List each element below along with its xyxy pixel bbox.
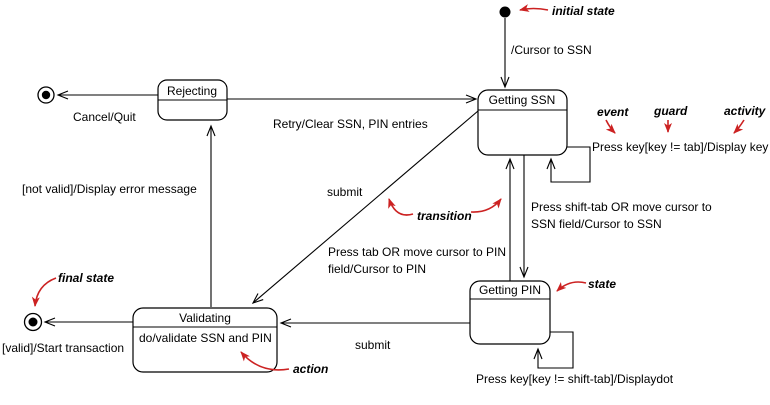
final-state-icon-bottom-dot	[28, 317, 38, 327]
self-transition-getting-ssn	[546, 146, 591, 183]
annotation-guard: guard	[653, 104, 688, 118]
transition-label-tab-line1: Press tab OR move cursor to PIN	[328, 245, 506, 259]
annotation-action: action	[293, 362, 328, 376]
annotation-state: state	[588, 277, 616, 291]
transition-label-valid: [valid]/Start transaction	[2, 341, 124, 355]
transition-label-press-key-shift-tab: Press key[key != shift-tab]/Displaydot	[476, 372, 674, 386]
annotation-transition: transition	[417, 209, 472, 223]
self-transition-getting-pin	[533, 331, 574, 369]
state-getting-pin-title: Getting PIN	[479, 283, 541, 297]
action-annotation-arrow	[240, 351, 290, 371]
initial-state-icon	[499, 6, 511, 18]
state-validating-activity: do/validate SSN and PIN	[139, 331, 272, 345]
transition-label-tab-line2: field/Cursor to PIN	[328, 262, 426, 276]
final-state-icon-top-dot	[41, 90, 51, 100]
annotation-final-state: final state	[58, 271, 114, 285]
state-validating-title: Validating	[179, 311, 231, 325]
activity-annotation-arrow	[733, 119, 745, 134]
transition-label-cursor-to-ssn: /Cursor to SSN	[511, 43, 592, 57]
transition-label-submit-lower: submit	[355, 338, 391, 352]
final-state-annotation-arrow	[31, 277, 57, 307]
transition-label-cancel-quit: Cancel/Quit	[73, 110, 136, 124]
annotation-initial-state: initial state	[552, 4, 615, 18]
transition-annotation-arrow-left	[388, 198, 414, 216]
transition-getting-ssn-to-validating	[251, 110, 479, 304]
annotation-event: event	[597, 105, 629, 119]
state-getting-ssn	[477, 89, 568, 156]
transition-label-press-key-tab: Press key[key != tab]/Display key	[592, 140, 768, 154]
transition-label-not-valid: [not valid]/Display error message	[22, 182, 197, 196]
transition-annotation-arrow-right	[470, 198, 502, 213]
transition-label-retry: Retry/Clear SSN, PIN entries	[273, 117, 428, 131]
annotation-activity: activity	[724, 104, 767, 118]
state-annotation-arrow	[556, 281, 587, 292]
event-annotation-arrow	[605, 119, 616, 134]
state-getting-pin	[469, 280, 551, 345]
transition-label-shift-tab-line1: Press shift-tab OR move cursor to	[531, 200, 712, 214]
state-getting-ssn-title: Getting SSN	[489, 93, 556, 107]
state-rejecting-title: Rejecting	[167, 84, 217, 98]
initial-state-annotation-arrow	[519, 4, 549, 12]
transition-label-submit-upper: submit	[327, 185, 363, 199]
transition-label-shift-tab-line2: SSN field/Cursor to SSN	[531, 217, 662, 231]
